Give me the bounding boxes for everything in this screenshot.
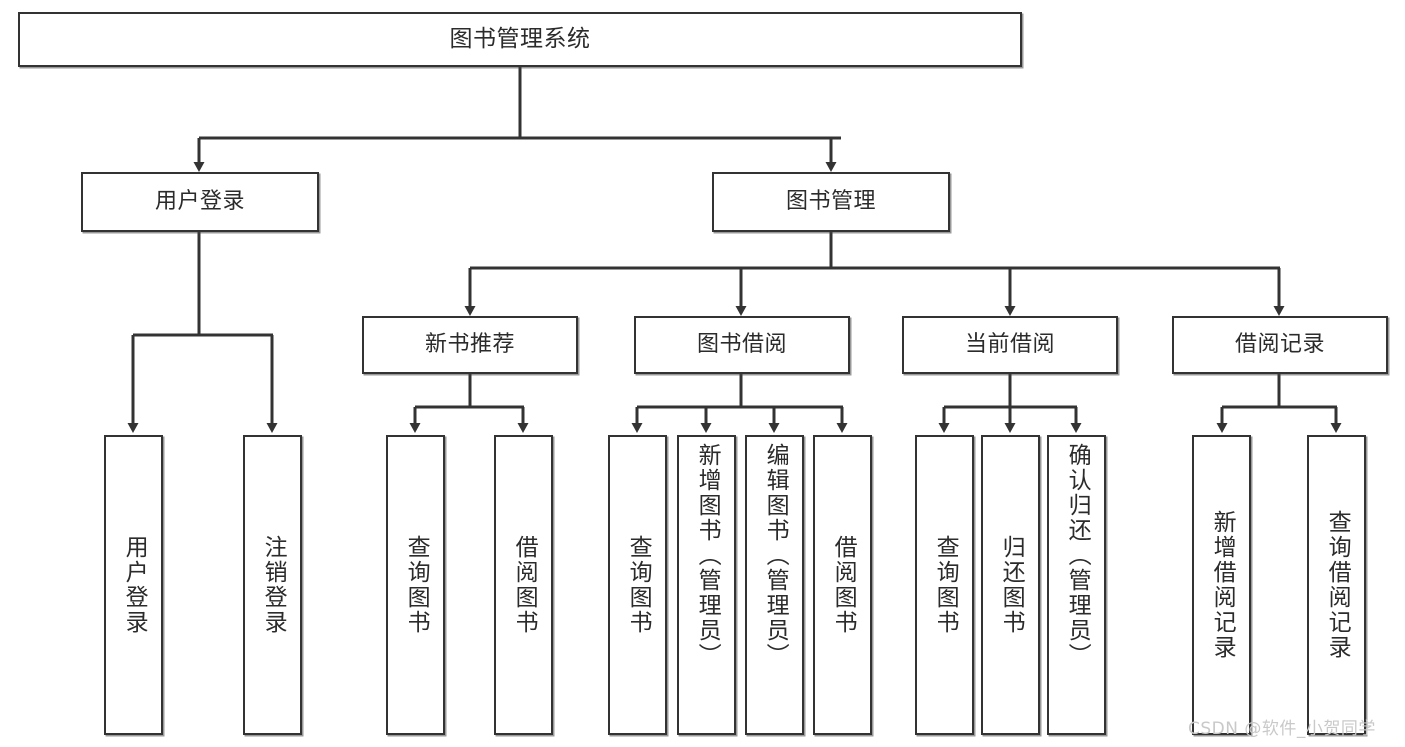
leaf-borrow-record-query[interactable]: 查询借阅记录 (1307, 435, 1366, 735)
node-book-borrow[interactable]: 图书借阅 (634, 316, 850, 374)
node-label: 归还图书 (998, 535, 1025, 635)
node-book-management[interactable]: 图书管理 (712, 172, 950, 232)
leaf-book-borrow-borrow[interactable]: 借阅图书 (813, 435, 872, 735)
node-label: 借阅记录 (1234, 331, 1325, 357)
leaf-book-borrow-edit[interactable]: 编辑图书（管理员） (745, 435, 804, 735)
leaf-user-login-signin[interactable]: 用户登录 (104, 435, 163, 735)
node-label: 图书管理系统 (449, 25, 591, 52)
node-label: 图书借阅 (696, 331, 787, 357)
node-label: 借阅图书 (511, 535, 538, 635)
node-label: 查询图书 (932, 535, 959, 635)
node-borrow-record[interactable]: 借阅记录 (1172, 316, 1388, 374)
leaf-new-book-query[interactable]: 查询图书 (386, 435, 445, 735)
node-current-borrow[interactable]: 当前借阅 (902, 316, 1118, 374)
leaf-book-borrow-add[interactable]: 新增图书（管理员） (677, 435, 736, 735)
leaf-current-borrow-confirm-return[interactable]: 确认归还（管理员） (1047, 435, 1106, 735)
node-label: 查询图书 (403, 535, 430, 635)
leaf-new-book-borrow[interactable]: 借阅图书 (494, 435, 553, 735)
node-label: 当前借阅 (964, 331, 1055, 357)
node-label: 图书管理 (785, 188, 876, 214)
node-label: 用户登录 (121, 535, 148, 635)
node-new-book-recommend[interactable]: 新书推荐 (362, 316, 578, 374)
leaf-borrow-record-add[interactable]: 新增借阅记录 (1192, 435, 1251, 735)
csdn-watermark: CSDN @软件_小贺同学 (1188, 719, 1376, 739)
node-label: 用户登录 (154, 188, 245, 214)
node-label: 查询借阅记录 (1324, 510, 1351, 660)
leaf-user-login-signout[interactable]: 注销登录 (243, 435, 302, 735)
node-label: 新增图书（管理员） (694, 443, 721, 668)
node-label: 新书推荐 (424, 331, 515, 357)
node-label: 新增借阅记录 (1209, 510, 1236, 660)
node-user-login[interactable]: 用户登录 (81, 172, 319, 232)
node-label: 借阅图书 (830, 535, 857, 635)
node-label: 注销登录 (260, 535, 287, 635)
node-label: 确认归还（管理员） (1064, 443, 1091, 668)
leaf-book-borrow-query[interactable]: 查询图书 (608, 435, 667, 735)
leaf-current-borrow-return[interactable]: 归还图书 (981, 435, 1040, 735)
node-root-system[interactable]: 图书管理系统 (18, 12, 1022, 67)
node-label: 编辑图书（管理员） (762, 443, 789, 668)
leaf-current-borrow-query[interactable]: 查询图书 (915, 435, 974, 735)
node-label: 查询图书 (625, 535, 652, 635)
